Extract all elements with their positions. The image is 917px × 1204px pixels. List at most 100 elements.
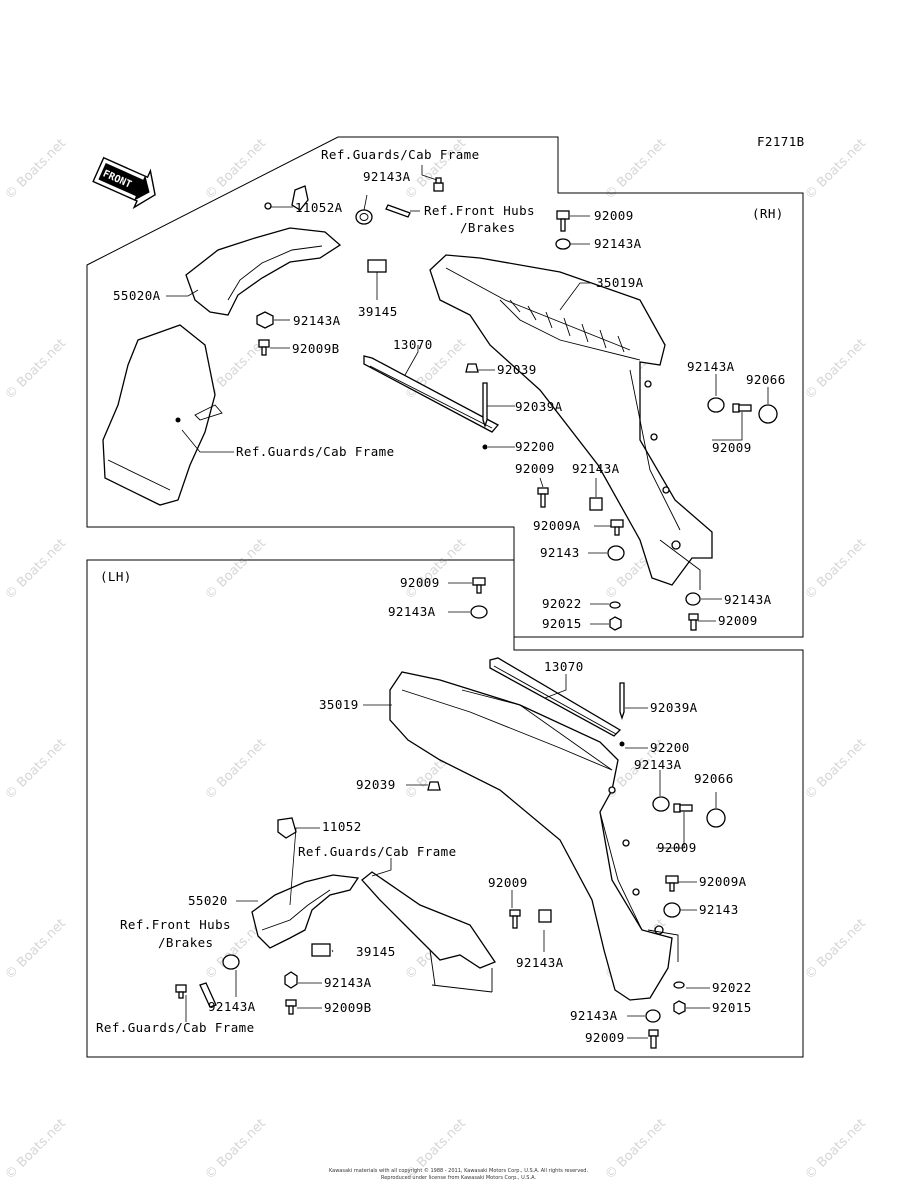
- bracket-11052A: [264, 185, 309, 211]
- cap-92066: [758, 404, 778, 424]
- guard-55020A: [185, 227, 342, 316]
- lh-label-92009-c: 92009: [488, 875, 528, 890]
- grommet-92143A-rh-bottom: [685, 592, 701, 606]
- lh-label-ref-hubs-2: /Brakes: [158, 935, 213, 950]
- rh-label-92039: 92039: [497, 362, 537, 377]
- rh-label-ref-hubs-2: /Brakes: [460, 220, 515, 235]
- lh-label-55020: 55020: [188, 893, 228, 908]
- lh-label-92143A-f: 92143A: [570, 1008, 618, 1023]
- watermark: © Boats.net: [802, 336, 869, 403]
- rh-label-92143: 92143: [540, 545, 580, 560]
- lh-label-ref-hubs-1: Ref.Front Hubs: [120, 917, 231, 932]
- rh-label-11052A: 11052A: [295, 200, 343, 215]
- bolt-92009-lh-bottom: [648, 1029, 659, 1049]
- rh-label-92143A-d: 92143A: [687, 359, 735, 374]
- figure-code: F2171B: [757, 134, 805, 149]
- bolt-92143A-top: [433, 177, 444, 192]
- watermark: © Boats.net: [802, 736, 869, 803]
- bolt-92009B: [258, 339, 270, 356]
- strip-13070: [363, 355, 500, 433]
- rh-label-92009-b: 92009: [712, 440, 752, 455]
- lh-section-frame: [86, 559, 804, 1058]
- watermark: © Boats.net: [802, 916, 869, 983]
- watermark: © Boats.net: [802, 136, 869, 203]
- front-hub-pin: [385, 204, 411, 218]
- rh-section-frame: [86, 136, 804, 638]
- rh-label-13070: 13070: [393, 337, 433, 352]
- rh-label-92143A-top: 92143A: [363, 169, 411, 184]
- grommet-92143A-rh: [707, 397, 725, 413]
- rh-label-92015: 92015: [542, 616, 582, 631]
- nut-92143A-lh-mid: [284, 971, 298, 989]
- bolt-92009-rh-low: [537, 487, 549, 508]
- lh-label-92143A-d: 92143A: [324, 975, 372, 990]
- rh-label-92039A: 92039A: [515, 399, 563, 414]
- lh-label-92009-b: 92009: [657, 840, 697, 855]
- nut-92143A: [355, 209, 373, 225]
- lower-guard-plate-lh: [361, 871, 496, 993]
- lh-label-13070: 13070: [544, 659, 584, 674]
- rh-label-92009A: 92009A: [533, 518, 581, 533]
- washer-92200: [482, 444, 488, 450]
- rh-label-92009-c: 92009: [515, 461, 555, 476]
- pad-39145-lh: [311, 943, 331, 957]
- nut-92143A-left: [256, 311, 274, 329]
- rh-label-55020A: 55020A: [113, 288, 161, 303]
- bolt-92009-lh-mid: [673, 803, 693, 813]
- bolt-92009A-lh: [665, 875, 679, 892]
- rh-label-92009-d: 92009: [718, 613, 758, 628]
- lh-label-92066: 92066: [694, 771, 734, 786]
- watermark: © Boats.net: [802, 536, 869, 603]
- copyright-footer: Kawasaki materials with all copyright © …: [0, 1168, 917, 1182]
- nut-92015: [609, 616, 622, 631]
- rh-label-92143A-f: 92143A: [724, 592, 772, 607]
- lower-guard-plate: [102, 324, 223, 506]
- cap-92066-lh: [706, 808, 726, 828]
- grommet-92143A-lh: [652, 796, 670, 812]
- lh-label-92143A-c: 92143A: [516, 955, 564, 970]
- lh-label-ref-guards-b: Ref.Guards/Cab Frame: [96, 1020, 255, 1035]
- rh-label-92200: 92200: [515, 439, 555, 454]
- rh-label-92143A-e: 92143A: [572, 461, 620, 476]
- lh-label-92143A-a: 92143A: [388, 604, 436, 619]
- washer-92022-lh: [673, 981, 685, 989]
- lh-label-11052: 11052: [322, 819, 362, 834]
- watermark: © Boats.net: [2, 916, 69, 983]
- rh-label-35019A: 35019A: [596, 275, 644, 290]
- pad-39145: [367, 259, 387, 273]
- bolt-92009A: [610, 519, 624, 536]
- lh-label-92039A: 92039A: [650, 700, 698, 715]
- lh-section-label: (LH): [100, 569, 132, 584]
- rh-label-92009-a: 92009: [594, 208, 634, 223]
- nut-92143A-lh-left: [222, 954, 240, 970]
- lh-label-39145: 39145: [356, 944, 396, 959]
- lh-label-92015: 92015: [712, 1000, 752, 1015]
- bolt-92009-rh-top: [556, 210, 570, 232]
- copyright-line-2: Reproduced under license from Kawasaki M…: [380, 1175, 536, 1181]
- lh-label-35019: 35019: [319, 697, 359, 712]
- nut-92015-lh: [673, 1000, 686, 1015]
- bolt-ref-guards-lh: [175, 984, 187, 999]
- bolt-92009-lh-low: [509, 909, 521, 929]
- clip-92039-lh: [427, 781, 441, 791]
- lh-label-ref-guards-a: Ref.Guards/Cab Frame: [298, 844, 457, 859]
- rh-label-39145: 39145: [358, 304, 398, 319]
- bolt-92009-lh-top: [472, 577, 486, 594]
- grommet-92143A-lh-bottom: [645, 1009, 661, 1023]
- rh-label-92143A-c: 92143A: [293, 313, 341, 328]
- bolt-92009B-lh: [285, 999, 297, 1015]
- lh-label-92009-a: 92009: [400, 575, 440, 590]
- grommet-92143-lh: [663, 902, 681, 918]
- fender-35019A: [429, 254, 713, 590]
- copyright-line-1: Kawasaki materials with all copyright © …: [328, 1168, 589, 1174]
- lh-label-92009A: 92009A: [699, 874, 747, 889]
- bolt-92009-rh-bottom: [688, 613, 699, 631]
- clip-92039: [465, 363, 479, 373]
- watermark: © Boats.net: [2, 136, 69, 203]
- rh-section-label: (RH): [752, 206, 784, 221]
- rivet-92039A: [482, 382, 488, 429]
- nut-92143A-rh-low: [589, 497, 603, 511]
- nut-92143A-lh-low: [538, 909, 552, 923]
- lh-label-92009-d: 92009: [585, 1030, 625, 1045]
